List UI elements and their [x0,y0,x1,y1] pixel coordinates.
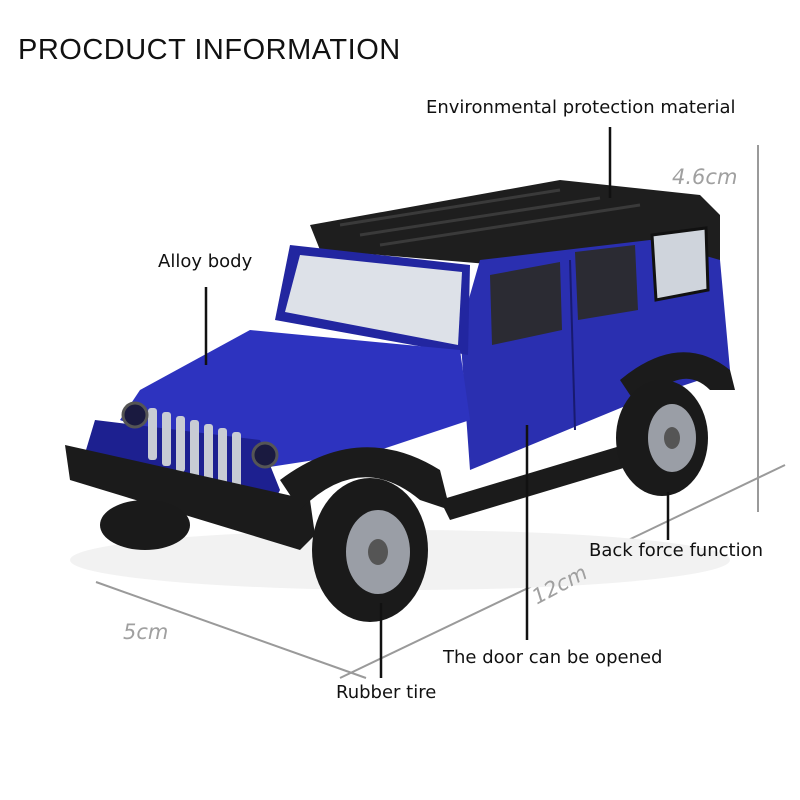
page-title: PROCDUCT INFORMATION [18,34,401,66]
callout-environmental-material: Environmental protection material [426,97,736,118]
car-model [65,180,735,622]
dimension-height: 4.6cm [672,165,738,189]
callout-rubber-tire: Rubber tire [336,682,437,703]
front-left-wheel [100,500,190,550]
front-wheel [312,478,428,622]
callout-back-force: Back force function [589,540,763,561]
dimension-width: 5cm [123,620,169,644]
callout-lines [204,127,670,678]
callout-door: The door can be opened [443,647,663,668]
callout-alloy-body: Alloy body [158,251,253,272]
rear-wheel [616,380,708,496]
